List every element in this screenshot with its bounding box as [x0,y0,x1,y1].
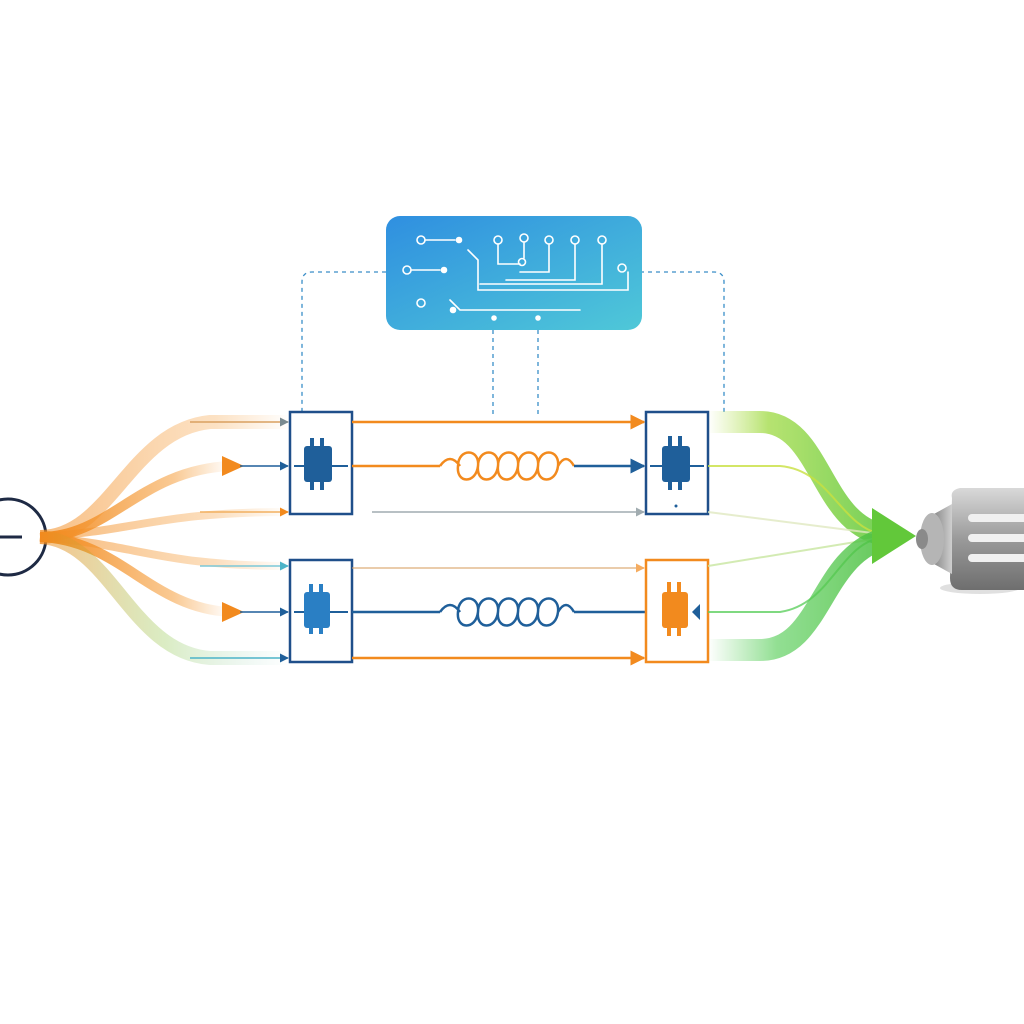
semiconductor-switch-icon [294,584,348,634]
lower-power-path [288,558,710,666]
upper-input-module [288,410,354,516]
source-terminal-icon [0,497,48,577]
controller-board [386,216,642,330]
lower-inductor-coil [438,597,576,627]
input-fan-streams [39,415,291,665]
upper-inductor-coil [438,451,576,481]
circuit-board-icon [402,233,629,321]
semiconductor-switch-icon [650,436,704,508]
output-merge-streams [707,411,916,661]
upper-power-path [288,410,710,517]
input-feeder-lines [190,417,289,663]
lower-output-module [644,558,710,664]
semiconductor-switch-icon [662,582,700,636]
semiconductor-switch-icon [294,438,348,490]
upper-output-module [644,410,710,516]
controller-dashed-links [301,271,725,418]
output-arrow-head [872,508,916,564]
lower-input-module [288,558,354,664]
electric-motor-icon [916,488,1024,594]
